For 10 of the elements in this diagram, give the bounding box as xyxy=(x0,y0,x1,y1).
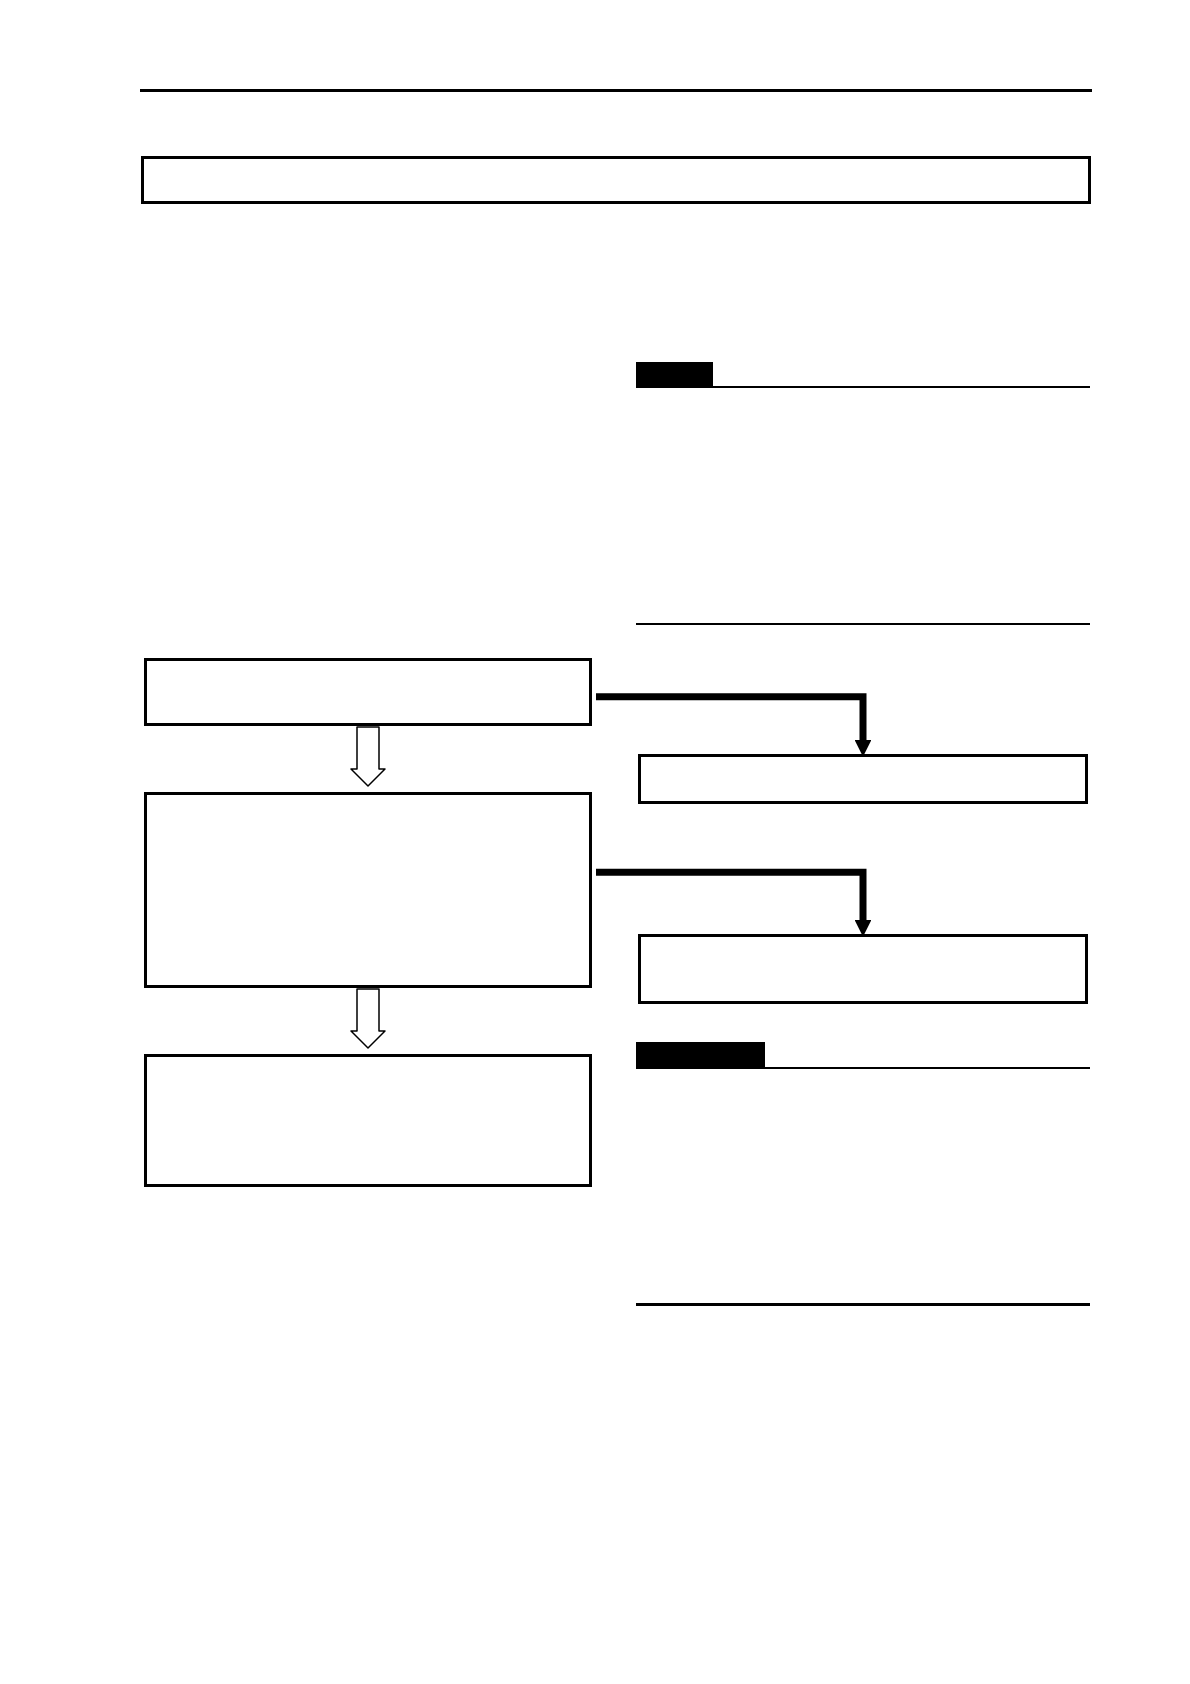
empty-box xyxy=(638,934,1088,1004)
note-tab xyxy=(636,1042,765,1068)
empty-box xyxy=(638,754,1088,804)
empty-box xyxy=(141,156,1091,204)
empty-box xyxy=(144,1054,592,1187)
note-tab xyxy=(636,362,713,387)
empty-box xyxy=(144,658,592,726)
empty-box xyxy=(144,792,592,988)
hollow-arrow xyxy=(350,726,386,787)
hollow-arrow xyxy=(350,988,386,1049)
